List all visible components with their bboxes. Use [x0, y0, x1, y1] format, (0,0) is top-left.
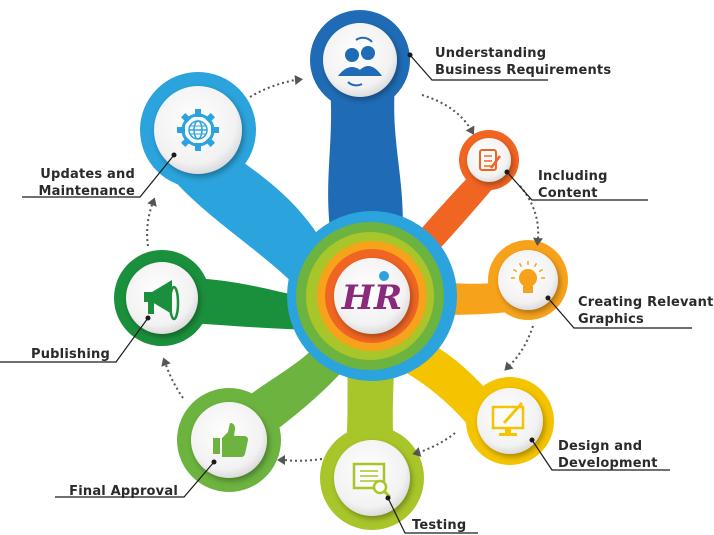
leader-dot-graphics	[545, 295, 551, 301]
leader-line-testing	[387, 497, 478, 534]
arrow-5	[284, 458, 323, 462]
center-hub: HR	[287, 211, 457, 381]
arrow-7	[146, 204, 153, 247]
step-label-testing: Testing	[385, 495, 478, 534]
leader-dot-design	[529, 437, 535, 443]
arrow-4	[419, 432, 456, 453]
leader-line-content	[506, 171, 648, 201]
step-label-text-publishing-0: Publishing	[31, 347, 110, 362]
arrowhead-1	[465, 125, 475, 135]
step-bubble-design	[477, 388, 543, 454]
step-node-understanding	[310, 10, 410, 110]
arrowhead-4	[412, 447, 422, 457]
people-sync-icon	[338, 36, 382, 87]
arrow-6	[165, 364, 184, 399]
arrowhead-6	[161, 357, 171, 367]
hr-logo: HR	[341, 278, 402, 318]
leader-line-approval	[55, 461, 215, 498]
gear-globe-icon	[177, 109, 219, 151]
step-nodes	[114, 10, 568, 530]
step-label-text-updates-1: Maintenance	[39, 184, 135, 199]
leader-dot-testing	[385, 495, 391, 501]
step-bubble-understanding	[323, 23, 397, 97]
leader-line-publishing	[0, 317, 149, 363]
step-node-publishing	[114, 250, 210, 346]
leader-dot-updates	[171, 152, 177, 158]
logo-globe	[379, 271, 389, 281]
arrowhead-5	[277, 455, 285, 465]
leader-dot-content	[504, 169, 510, 175]
step-label-text-understanding-1: Business Requirements	[435, 63, 611, 78]
leader-dot-approval	[211, 459, 217, 465]
thumbs-up-icon	[213, 423, 248, 457]
arrowheads	[147, 75, 543, 465]
step-label-text-approval-0: Final Approval	[69, 484, 178, 499]
leader-dot-understanding	[407, 52, 413, 58]
leader-dot-publishing	[145, 315, 151, 321]
step-label-text-graphics-1: Graphics	[578, 312, 644, 327]
arrow-1	[421, 94, 471, 129]
leader-line-understanding	[409, 54, 548, 81]
arrowhead-7	[147, 197, 157, 207]
step-label-text-testing-0: Testing	[412, 518, 466, 533]
step-node-content	[459, 130, 519, 190]
arrowhead-8	[294, 75, 303, 85]
leader-line-updates	[22, 154, 175, 198]
arrow-8	[249, 79, 296, 98]
step-label-text-updates-0: Updates and	[40, 167, 135, 182]
step-label-text-design-1: Development	[558, 456, 658, 471]
center-bubble	[334, 258, 410, 334]
monitor-pen-icon	[491, 401, 525, 436]
megaphone-icon	[144, 280, 180, 321]
leader-line-design	[531, 439, 670, 471]
step-node-updates	[140, 72, 256, 188]
arrowhead-2	[533, 237, 543, 246]
clipboard-pen-icon	[479, 149, 501, 171]
document-search-icon	[352, 462, 392, 499]
cycle-arrows	[146, 79, 540, 462]
step-node-approval	[177, 388, 281, 492]
lightbulb-icon	[511, 261, 545, 293]
step-bubble-testing	[334, 440, 410, 516]
arrow-3	[509, 325, 534, 366]
step-label-text-content-1: Content	[538, 186, 598, 201]
arrowhead-3	[504, 361, 514, 371]
step-label-text-design-0: Design and	[558, 439, 642, 454]
step-label-text-content-0: Including	[538, 169, 608, 184]
step-node-design	[466, 377, 554, 465]
step-label-text-graphics-0: Creating Relevant	[578, 295, 714, 310]
step-bubble-content	[467, 138, 511, 182]
step-node-testing	[320, 426, 424, 530]
step-label-approval: Final Approval	[55, 459, 217, 499]
leader-line-graphics	[547, 297, 692, 329]
step-label-publishing: Publishing	[0, 315, 151, 363]
step-label-text-understanding-0: Understanding	[435, 46, 546, 61]
arrow-2	[519, 185, 540, 239]
